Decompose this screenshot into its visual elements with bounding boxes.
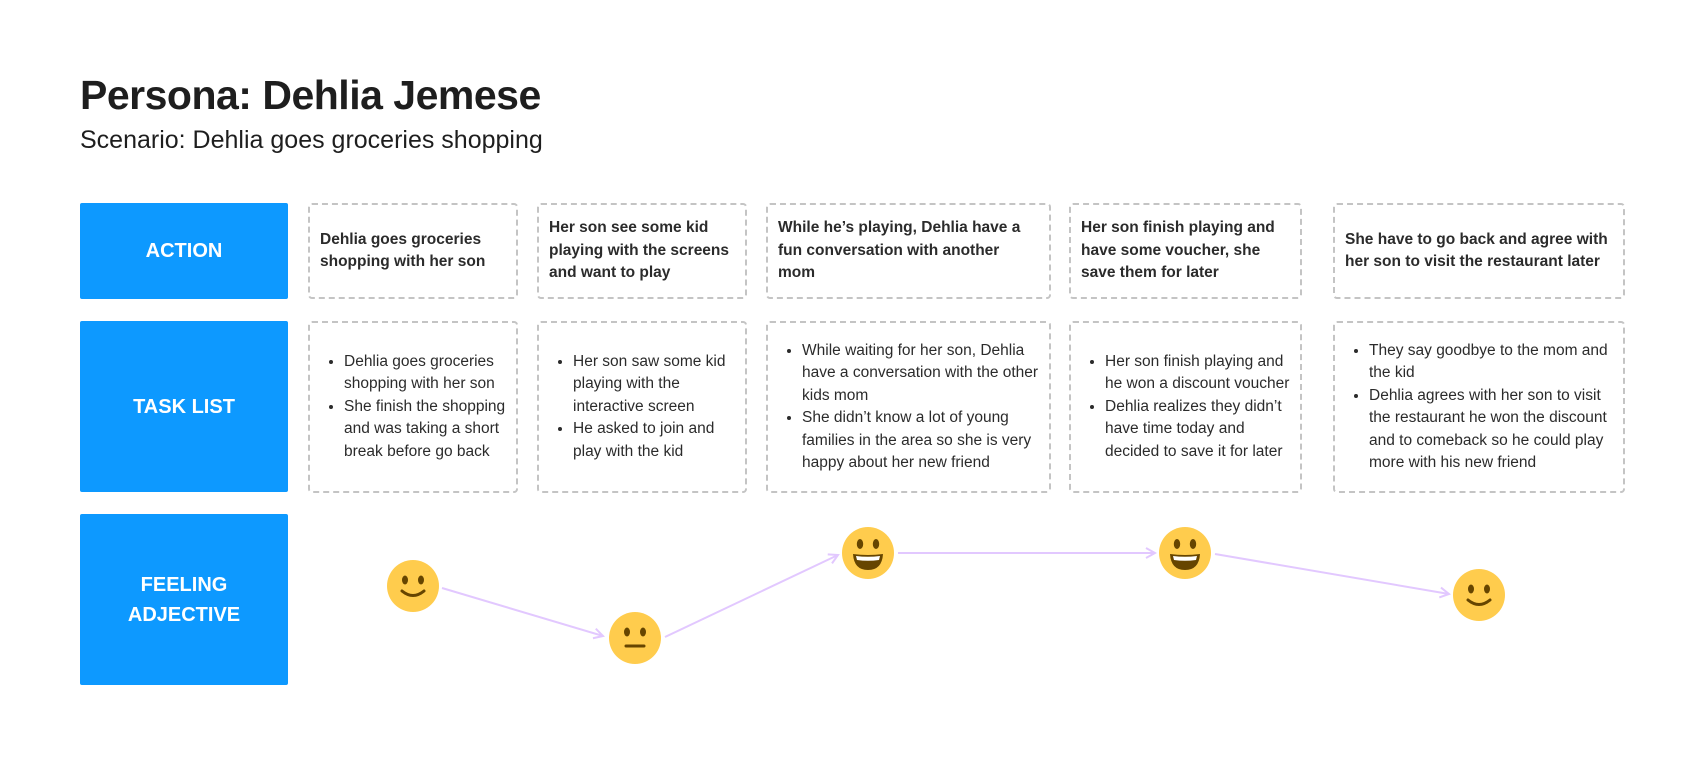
task-list: Her son finish playing and he won a disc… bbox=[1081, 351, 1290, 464]
task-item: Dehlia realizes they didn’t have time to… bbox=[1105, 396, 1290, 464]
scenario-subtitle: Scenario: Dehlia goes groceries shopping bbox=[80, 126, 543, 154]
task-item: Her son finish playing and he won a disc… bbox=[1105, 351, 1290, 396]
slightly-smiling-face-icon bbox=[387, 560, 439, 612]
task-list: Her son saw some kid playing with the in… bbox=[549, 351, 735, 464]
slightly-smiling-face-icon bbox=[1453, 569, 1505, 621]
action-card: Her son finish playing and have some vou… bbox=[1069, 203, 1302, 299]
task-item: She didn’t know a lot of young families … bbox=[802, 407, 1039, 475]
task-card: While waiting for her son, Dehlia have a… bbox=[766, 321, 1051, 493]
task-list: While waiting for her son, Dehlia have a… bbox=[778, 340, 1039, 475]
task-card: Her son finish playing and he won a disc… bbox=[1069, 321, 1302, 493]
task-item: She finish the shopping and was taking a… bbox=[344, 396, 506, 464]
page-title: Persona: Dehlia Jemese bbox=[80, 72, 541, 118]
task-item: Her son saw some kid playing with the in… bbox=[573, 351, 735, 419]
feeling-arrow bbox=[664, 555, 838, 638]
neutral-face-icon bbox=[609, 612, 661, 664]
action-text: Dehlia goes groceries shopping with her … bbox=[320, 230, 486, 271]
feeling-arrow bbox=[1214, 553, 1449, 594]
action-card: Dehlia goes groceries shopping with her … bbox=[308, 203, 518, 299]
row-label-feeling: FEELING ADJECTIVE bbox=[80, 514, 288, 685]
task-card: Her son saw some kid playing with the in… bbox=[537, 321, 747, 493]
row-label-feeling-line1: FEELING bbox=[140, 573, 228, 596]
row-label-task-list-text: TASK LIST bbox=[133, 395, 235, 418]
action-card: Her son see some kid playing with the sc… bbox=[537, 203, 747, 299]
task-item: While waiting for her son, Dehlia have a… bbox=[802, 340, 1039, 408]
feeling-arrow bbox=[441, 587, 603, 636]
action-text: She have to go back and agree with her s… bbox=[1345, 230, 1608, 271]
action-text: Her son finish playing and have some vou… bbox=[1081, 219, 1275, 282]
grinning-face-icon bbox=[842, 527, 894, 579]
task-item: They say goodbye to the mom and the kid bbox=[1369, 340, 1613, 385]
row-label-action-text: ACTION bbox=[145, 240, 223, 262]
task-list: Dehlia goes groceries shopping with her … bbox=[320, 351, 506, 464]
row-label-task-list: TASK LIST bbox=[80, 321, 288, 492]
action-card: While he’s playing, Dehlia have a fun co… bbox=[766, 203, 1051, 299]
action-text: While he’s playing, Dehlia have a fun co… bbox=[778, 219, 1021, 282]
action-text: Her son see some kid playing with the sc… bbox=[549, 219, 730, 282]
task-card: Dehlia goes groceries shopping with her … bbox=[308, 321, 518, 493]
task-item: Dehlia goes groceries shopping with her … bbox=[344, 351, 506, 396]
row-label-feeling-line2: ADJECTIVE bbox=[127, 603, 241, 626]
task-card: They say goodbye to the mom and the kid … bbox=[1333, 321, 1625, 493]
task-list: They say goodbye to the mom and the kid … bbox=[1345, 340, 1613, 475]
row-label-action: ACTION bbox=[80, 203, 288, 299]
grinning-face-icon bbox=[1159, 527, 1211, 579]
task-item: He asked to join and play with the kid bbox=[573, 418, 735, 463]
action-card: She have to go back and agree with her s… bbox=[1333, 203, 1625, 299]
task-item: Dehlia agrees with her son to visit the … bbox=[1369, 385, 1613, 475]
